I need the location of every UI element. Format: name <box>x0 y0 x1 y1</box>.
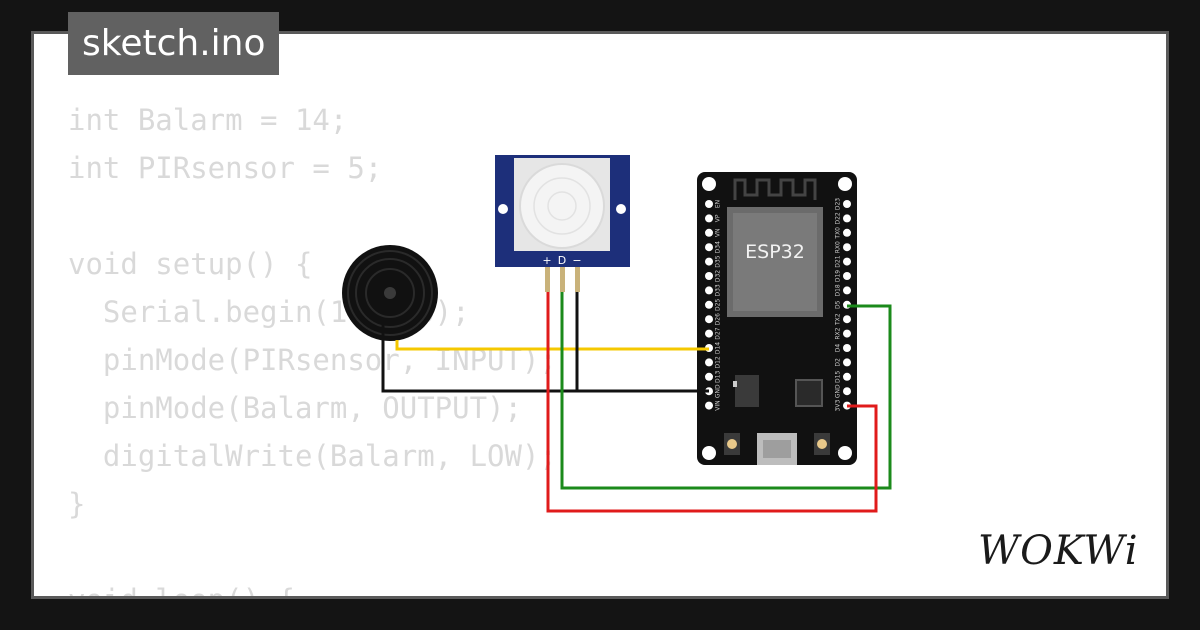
file-title-tab[interactable]: sketch.ino <box>68 12 280 75</box>
pin-right[interactable] <box>843 200 851 208</box>
pin-label: D21 <box>835 255 842 267</box>
esp32-board[interactable]: ESP32 ENVPVND34D35D32D33D25D26D27D14D12D… <box>697 172 857 465</box>
pir-label-gnd: − <box>572 254 581 267</box>
pin-label: D15 <box>835 370 842 382</box>
code-editor-background: int Balarm = 14; int PIRsensor = 5; void s… <box>68 96 557 596</box>
pin-label: D19 <box>835 270 842 282</box>
pin-right[interactable] <box>843 372 851 381</box>
pin-left[interactable] <box>705 272 713 280</box>
code-line: void loop() { <box>68 576 557 596</box>
pin-label: GND <box>715 384 722 398</box>
code-line: int Balarm = 14; <box>68 103 348 137</box>
pin-right[interactable] <box>843 387 851 396</box>
code-line: void setup() { <box>68 247 313 281</box>
pin-label: D22 <box>835 212 842 224</box>
pin-label: D5 <box>835 300 842 309</box>
pin-label: TX2 <box>835 313 842 326</box>
pin-right[interactable] <box>843 214 851 223</box>
pir-label-data: D <box>558 254 566 267</box>
wire-red <box>546 292 878 513</box>
pin-label: D34 <box>715 241 722 253</box>
canvas-panel: int Balarm = 14; int PIRsensor = 5; void s… <box>34 34 1166 596</box>
pin-right[interactable] <box>843 286 851 295</box>
pin-label: EN <box>715 200 722 208</box>
pin-label: D35 <box>715 255 722 267</box>
pin-label: 3V3 <box>835 400 842 412</box>
pin-label: D26 <box>715 313 722 325</box>
pin-left[interactable] <box>705 372 713 381</box>
pin-label: RX2 <box>835 327 842 339</box>
pin-label: RX0 <box>835 241 842 253</box>
pin-label: D4 <box>835 344 842 353</box>
pin-label: D18 <box>835 284 842 296</box>
en-button[interactable] <box>814 433 830 455</box>
pin-label: D25 <box>715 298 722 310</box>
pin-label: VN <box>715 229 722 238</box>
code-line: int PIRsensor = 5; <box>68 151 383 185</box>
pin-label: VIN <box>715 400 722 410</box>
pin-left[interactable] <box>705 214 713 223</box>
pin-label: D32 <box>715 270 722 282</box>
pin-right[interactable] <box>843 358 851 367</box>
pin-left[interactable] <box>705 315 713 324</box>
pir-label-vcc: + <box>542 254 551 267</box>
pin-right[interactable] <box>843 243 851 252</box>
pin-right[interactable] <box>843 228 851 237</box>
wire-black-buzzer <box>381 318 709 393</box>
pin-left[interactable] <box>705 300 713 309</box>
pin-label: VP <box>715 214 722 222</box>
pin-left[interactable] <box>705 243 713 252</box>
wokwi-logo: WOKWi <box>978 528 1139 574</box>
pin-right[interactable] <box>843 272 851 280</box>
esp32-chip-label: ESP32 <box>745 241 805 263</box>
pin-right[interactable] <box>843 344 851 352</box>
wire-yellow <box>395 340 709 351</box>
pin-label: D13 <box>715 370 722 382</box>
pin-label: D27 <box>715 327 722 339</box>
buzzer[interactable] <box>342 245 438 341</box>
pin-label: D14 <box>715 342 722 354</box>
pin-label: D23 <box>835 198 842 210</box>
code-line: digitalWrite(Balarm, LOW); <box>68 439 557 473</box>
wires <box>381 292 892 513</box>
code-line: } <box>68 487 86 521</box>
pin-label: GND <box>835 384 842 398</box>
wire-black-pir <box>575 292 709 393</box>
code-line: pinMode(Balarm, OUTPUT); <box>68 391 522 425</box>
pin-right[interactable] <box>843 329 851 338</box>
wire-green <box>560 292 892 490</box>
pin-label: D2 <box>835 358 842 367</box>
pin-left[interactable] <box>705 200 713 208</box>
pin-label: TX0 <box>835 227 842 240</box>
pin-left[interactable] <box>705 401 713 410</box>
pin-left[interactable] <box>705 286 713 295</box>
pir-sensor[interactable]: + D − <box>495 155 630 292</box>
pin-right[interactable] <box>843 315 851 324</box>
boot-button[interactable] <box>724 433 740 455</box>
pin-left[interactable] <box>705 329 713 338</box>
pin-left[interactable] <box>705 358 713 367</box>
pin-left[interactable] <box>705 228 713 237</box>
pin-right[interactable] <box>843 257 851 266</box>
pin-label: D12 <box>715 356 722 368</box>
pin-label: D33 <box>715 284 722 296</box>
pin-left[interactable] <box>705 257 713 266</box>
